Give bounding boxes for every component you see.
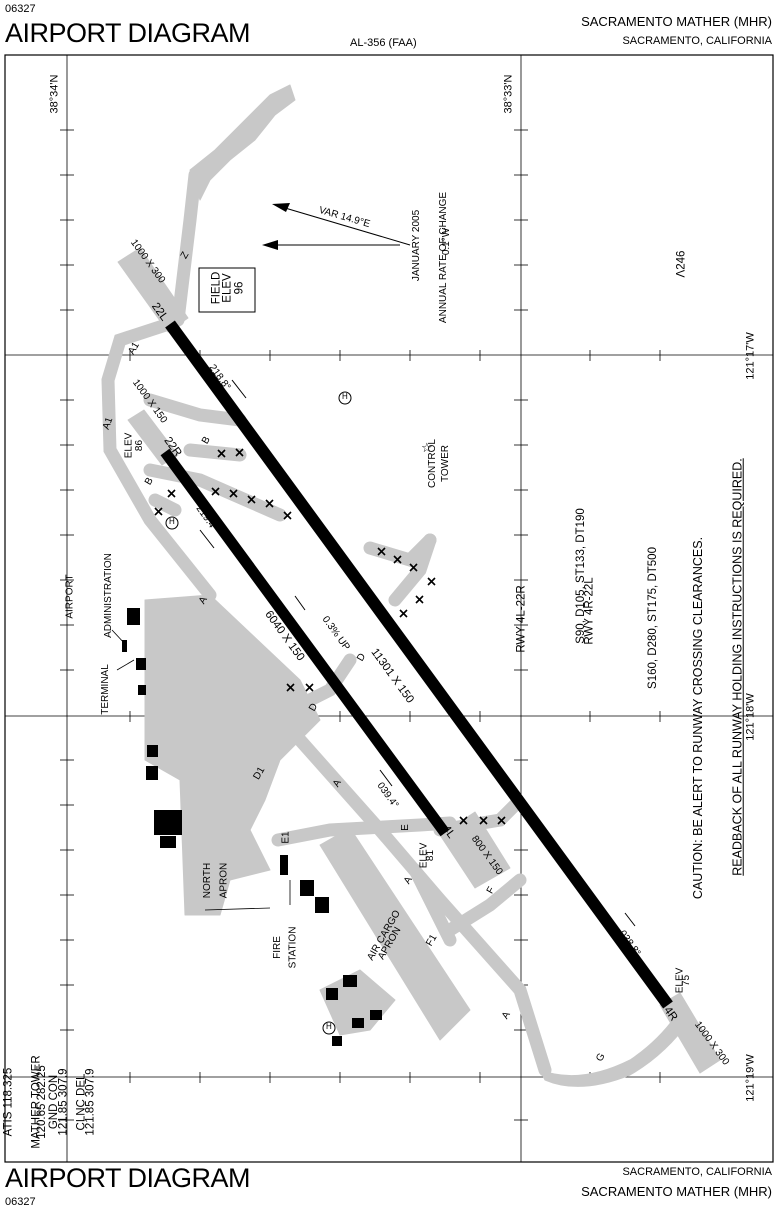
overrun-22l: [117, 247, 189, 333]
hold-markings: [154, 448, 506, 825]
admin-label-1: AIRPORT: [64, 574, 76, 619]
var-date: JANUARY 2005: [411, 209, 423, 282]
field-elev-value: 96: [233, 281, 246, 295]
taxiway-g: [539, 1009, 691, 1087]
caution-line1: CAUTION: BE ALERT TO RUNWAY CROSSING CLE…: [691, 536, 706, 900]
map-symbols: ☆: [165, 391, 433, 1035]
fire-station-label-2: STATION: [287, 926, 299, 969]
airport-name: SACRAMENTO MATHER (MHR): [581, 14, 772, 29]
elev-4r-value: 75: [681, 974, 693, 987]
var-rate-label: ANNUAL RATE OF CHANGE: [438, 191, 450, 324]
elev-22r-value: 86: [134, 439, 146, 452]
heliport-icon: H: [342, 392, 348, 401]
var-rate: 0.1°W: [441, 227, 453, 256]
chart-frame: [4, 54, 774, 1163]
field-elev-label2: ELEV: [221, 273, 234, 303]
terminal-label: TERMINAL: [99, 664, 111, 715]
al-number: AL-356 (FAA): [350, 37, 417, 49]
admin-label-2: ADMINISTRATION: [102, 553, 114, 638]
airport-location: SACRAMENTO, CALIFORNIA: [622, 35, 772, 47]
lon-label-bottom: 121°19'W: [744, 1054, 757, 1102]
field-elev-box: [198, 267, 256, 313]
buildings: [122, 608, 382, 1046]
heading-arrows: [199, 379, 636, 927]
chart-number: 06327: [5, 3, 36, 15]
elev-22r-label: ELEV: [123, 432, 135, 459]
freq-tower: 120.65 282.25: [35, 1065, 48, 1139]
heliport-icon: H: [169, 517, 175, 526]
obstacle-icon: Λ: [675, 269, 688, 278]
control-tower-label-2: TOWER: [440, 444, 452, 483]
heliport-icon: H: [326, 1022, 332, 1031]
lat-label-left: 38°34'N: [48, 74, 61, 114]
declared-line4: S160, D280, ST175, DT500: [646, 547, 659, 689]
footer-location: SACRAMENTO, CALIFORNIA: [622, 1166, 772, 1178]
magnetic-arrows: [262, 203, 411, 250]
freq-clnc: 121.85 307.9: [84, 1068, 97, 1136]
elev-4l-value: 81: [425, 849, 437, 862]
north-apron-label-2: APRON: [218, 862, 230, 899]
page-title: AIRPORT DIAGRAM: [5, 18, 251, 48]
control-tower-label-1: CONTROL: [426, 439, 438, 488]
obstacle-label: Λ246: [675, 251, 687, 278]
ne-ramp: [189, 84, 296, 201]
obstacle-height: 246: [675, 250, 688, 270]
runway-4l-22r: [160, 448, 450, 837]
freq-gnd: 121.85 307.9: [57, 1068, 70, 1136]
fire-station-label-1: FIRE: [271, 936, 283, 959]
leader-lines: [111, 629, 291, 911]
grid-ticks: [60, 129, 661, 1121]
caution-line2: READBACK OF ALL RUNWAY HOLDING INSTRUCTI…: [730, 458, 745, 876]
svg-text:☆: ☆: [421, 441, 433, 456]
taxiway-e1-label: E1: [280, 831, 292, 844]
field-elev-label1: FIELD: [210, 271, 223, 305]
declared-line1: RWY 4L-22R: [515, 585, 528, 653]
north-apron-label-1: NORTH: [202, 862, 214, 899]
lon-label-top: 121°17'W: [744, 332, 757, 380]
declared-line3: RWY 4R-22L: [583, 577, 596, 645]
lat-lon-grid: [5, 55, 773, 1162]
overrun-4r: [659, 992, 721, 1074]
taxiway-e-label: E: [399, 824, 411, 831]
overrun-22r: [127, 409, 179, 466]
footer-airport-name: SACRAMENTO MATHER (MHR): [581, 1184, 772, 1199]
freq-atis: ATIS 118.325: [2, 1067, 15, 1137]
runway-4r-22l: [165, 320, 673, 1009]
footer-chart-number: 06327: [5, 1196, 36, 1208]
footer-title: AIRPORT DIAGRAM: [5, 1163, 251, 1193]
lon-label-mid: 121°18'W: [744, 693, 757, 741]
lat-label-right: 38°33'N: [502, 74, 515, 114]
